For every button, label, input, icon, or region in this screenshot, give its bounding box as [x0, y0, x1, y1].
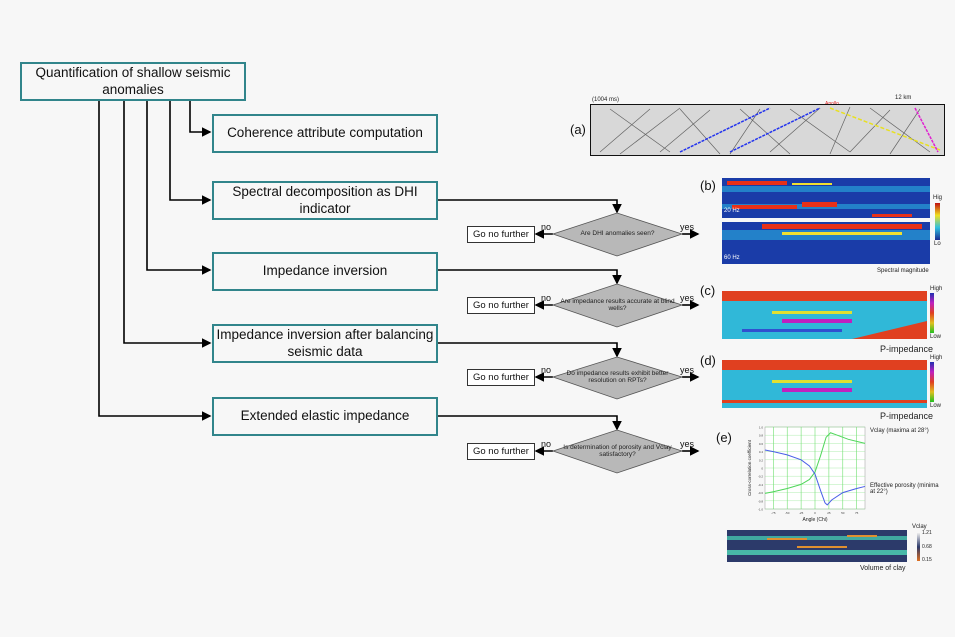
root-label: Quantification of shallow seismic anomal… [35, 65, 231, 97]
y-tick-label: -0.8 [758, 499, 764, 503]
vclay-tick-high: 1.21 [922, 530, 932, 536]
decision-diamond-1 [551, 212, 684, 257]
spectral-colorbar-high: Hig [933, 195, 943, 201]
y-tick-label: -0.4 [758, 483, 764, 487]
yes-label: yes [680, 222, 695, 232]
series-line [764, 449, 866, 506]
stop-box-3: Go no further [467, 369, 535, 386]
freq-60hz-label: 60 Hz [724, 255, 740, 261]
y-tick-label: -1.0 [758, 508, 764, 512]
x-tick-label: 75 [855, 511, 859, 515]
spectral-colorbar-low: Lo [934, 241, 941, 247]
method-box-balanced: Impedance inversion after balancing seis… [212, 324, 438, 363]
no-label: no [541, 222, 552, 232]
method-label: Spectral decomposition as DHI indicator [232, 184, 418, 216]
vclay-tick-mid: 0.68 [922, 544, 932, 550]
impedance-colorbar-high-c: High [930, 286, 943, 292]
stop-box-4: Go no further [467, 443, 535, 460]
p-impedance-image-c [722, 291, 927, 339]
impedance-caption-c: P-impedance [880, 344, 934, 354]
vclay-colorbar [917, 533, 920, 561]
stop-box-1: Go no further [467, 226, 535, 243]
impedance-colorbar-d [930, 362, 934, 402]
decision-diamond-2 [551, 283, 684, 328]
panel-d-tag: (d) [700, 353, 716, 368]
x-tick-label: 50 [841, 511, 845, 515]
yes-label: yes [680, 439, 695, 449]
decision-diamond-4 [551, 429, 684, 474]
impedance-caption-d: P-impedance [880, 411, 934, 421]
y-tick-label: 0.4 [759, 450, 764, 454]
freq-20hz-label: 20 Hz [724, 208, 740, 214]
method-box-coherence: Coherence attribute computation [212, 114, 438, 153]
connector-impedance [146, 100, 212, 275]
no-label: no [541, 293, 552, 303]
method-label: Impedance inversion [262, 263, 388, 279]
x-tick-label: -25 [799, 511, 804, 515]
panel-b-tag: (b) [700, 178, 716, 193]
vclay-annotation: Vclay (maxima at 28°) [870, 428, 929, 434]
decision-question-1: Are DHI anomalies seen? [580, 230, 655, 238]
x-tick-label: 25 [827, 511, 831, 515]
x-tick-label: -75 [771, 511, 776, 515]
decision-diamond-3 [551, 356, 684, 400]
decision-question-4: Is determination of porosity and Vclay s… [563, 443, 672, 458]
connector-eei [98, 100, 212, 421]
method-label: Coherence attribute computation [227, 125, 423, 141]
y-tick-label: 0.2 [759, 458, 764, 462]
y-tick-label: -0.2 [758, 475, 764, 479]
decision-question-3: Do impedance results exhibit better reso… [566, 369, 669, 384]
method-box-impedance: Impedance inversion [212, 252, 438, 291]
y-axis-label: Cross-correlation coefficient [747, 439, 752, 495]
method-box-spectral: Spectral decomposition as DHI indicator [212, 181, 438, 220]
impedance-colorbar-high-d: High [930, 355, 943, 361]
impedance-colorbar-low-c: Low [930, 334, 942, 340]
decision-question-2: Are impedance results accurate at blind … [560, 297, 675, 312]
impedance-colorbar-c [930, 293, 934, 333]
no-label: no [541, 365, 552, 375]
series-line [764, 432, 866, 494]
x-tick-label: -50 [785, 511, 790, 515]
porosity-annotation: Effective porosity (minima at 22°) [870, 483, 939, 495]
volume-of-clay-image [727, 530, 907, 562]
volume-of-clay-caption: Volume of clay [860, 565, 906, 572]
impedance-colorbar-low-d: Low [930, 403, 942, 409]
y-tick-label: 0.8 [759, 434, 764, 438]
p-impedance-image-d [722, 360, 927, 408]
method-label: Impedance inversion after balancing seis… [216, 327, 434, 359]
panel-a-scale: 12 km [895, 95, 912, 101]
panel-a-tag: (a) [570, 122, 586, 137]
spectral-caption: Spectral magnitude [877, 268, 929, 274]
yes-label: yes [680, 293, 695, 303]
coherence-slice-image [590, 104, 945, 156]
x-axis-label: Angle (Chi) [802, 517, 827, 523]
x-tick-label: 0 [814, 511, 816, 515]
stop-box-2: Go no further [467, 297, 535, 314]
spectral-colorbar [935, 203, 940, 240]
y-tick-label: 0.6 [759, 442, 764, 446]
y-tick-label: 1.0 [759, 426, 764, 430]
method-label: Extended elastic impedance [240, 408, 410, 424]
y-tick-label: 0 [761, 467, 763, 471]
y-tick-label: -0.6 [758, 491, 764, 495]
method-box-eei: Extended elastic impedance [212, 397, 438, 436]
connector-balanced [123, 100, 212, 348]
connector-spectral [169, 100, 212, 205]
panel-e-tag: (e) [716, 430, 732, 445]
root-box: Quantification of shallow seismic anomal… [20, 62, 246, 101]
vclay-tick-low: 0.15 [922, 557, 932, 563]
vclay-label: Vclay [912, 524, 927, 530]
cross-correlation-chart: 1.0 0.8 0.6 0.4 0.2 0 -0.2 -0.4 -0.6 -0.8 -1.0 -75 -… [747, 426, 866, 523]
spectral-decomposition-image [722, 178, 930, 264]
panel-c-tag: (c) [700, 283, 716, 298]
connector-coherence [189, 100, 212, 137]
no-label: no [541, 439, 552, 449]
panel-a-time: (1004 ms) [592, 97, 620, 103]
yes-label: yes [680, 365, 695, 375]
